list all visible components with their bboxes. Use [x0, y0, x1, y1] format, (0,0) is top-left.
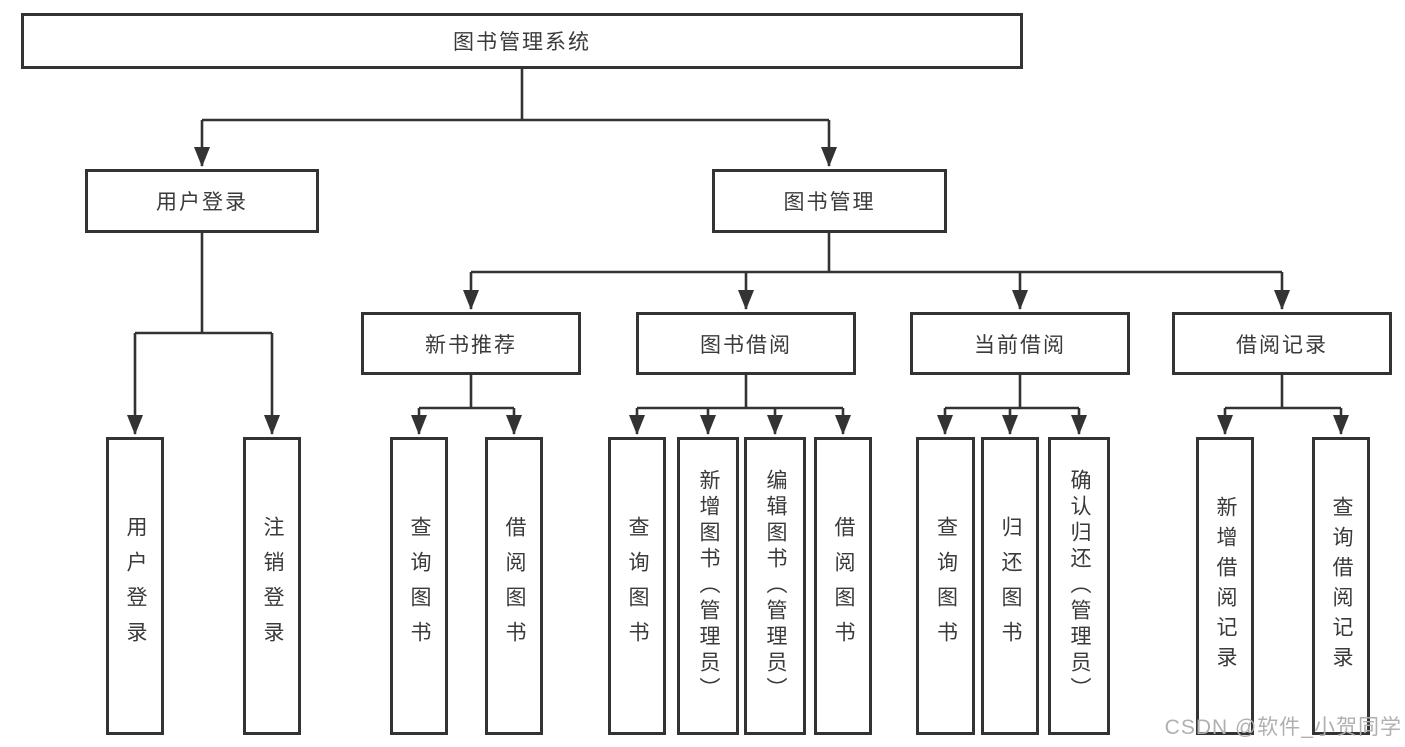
leaf-borrow-books-recommend: 借阅图书 [485, 437, 543, 735]
leaf-query-borrow-record: 查询借阅记录 [1312, 437, 1370, 735]
leaf-query-books-recommend: 查询图书 [390, 437, 448, 735]
node-label: 查询图书 [934, 516, 958, 656]
node-label: 新书推荐 [425, 333, 517, 357]
leaf-logout: 注销登录 [243, 437, 301, 735]
leaf-query-books-current: 查询图书 [916, 437, 975, 735]
node-label: 确认归还（管理员） [1068, 469, 1091, 703]
leaf-edit-books-admin: 编辑图书（管理员） [744, 437, 806, 735]
leaf-user-login: 用户登录 [106, 437, 164, 735]
node-label: 查询图书 [626, 516, 649, 656]
node-label: 用户登录 [156, 191, 248, 214]
leaf-return-books: 归还图书 [981, 437, 1039, 735]
node-label: 新增图书（管理员） [697, 469, 720, 703]
leaf-add-books-admin: 新增图书（管理员） [677, 437, 739, 735]
node-label: 图书管理系统 [453, 31, 591, 54]
node-label: 查询图书 [408, 516, 431, 656]
leaf-confirm-return-admin: 确认归还（管理员） [1048, 437, 1110, 735]
node-new-book-recommend: 新书推荐 [361, 312, 581, 375]
csdn-watermark: CSDN @软件_小贺同学 [1164, 716, 1402, 739]
node-root-system: 图书管理系统 [21, 13, 1023, 69]
node-label: 新增借阅记录 [1214, 496, 1237, 676]
node-book-management: 图书管理 [712, 169, 947, 233]
node-label: 借阅图书 [832, 516, 855, 656]
node-current-borrowing: 当前借阅 [910, 312, 1130, 375]
node-label: 图书借阅 [700, 333, 792, 357]
node-book-borrowing: 图书借阅 [636, 312, 856, 375]
node-label: 用户登录 [124, 516, 147, 656]
leaf-add-borrow-record: 新增借阅记录 [1196, 437, 1254, 735]
leaf-borrow-books-borrowing: 借阅图书 [814, 437, 872, 735]
node-label: 当前借阅 [974, 333, 1066, 357]
leaf-query-books-borrowing: 查询图书 [608, 437, 666, 735]
node-label: 借阅图书 [503, 516, 526, 656]
node-label: 借阅记录 [1236, 333, 1328, 357]
node-user-login: 用户登录 [85, 169, 319, 233]
node-label: 图书管理 [783, 191, 876, 214]
node-label: 编辑图书（管理员） [764, 469, 787, 703]
node-label: 归还图书 [999, 516, 1022, 656]
node-borrowing-records: 借阅记录 [1172, 312, 1392, 375]
node-label: 注销登录 [261, 516, 284, 656]
node-label: 查询借阅记录 [1330, 496, 1353, 676]
